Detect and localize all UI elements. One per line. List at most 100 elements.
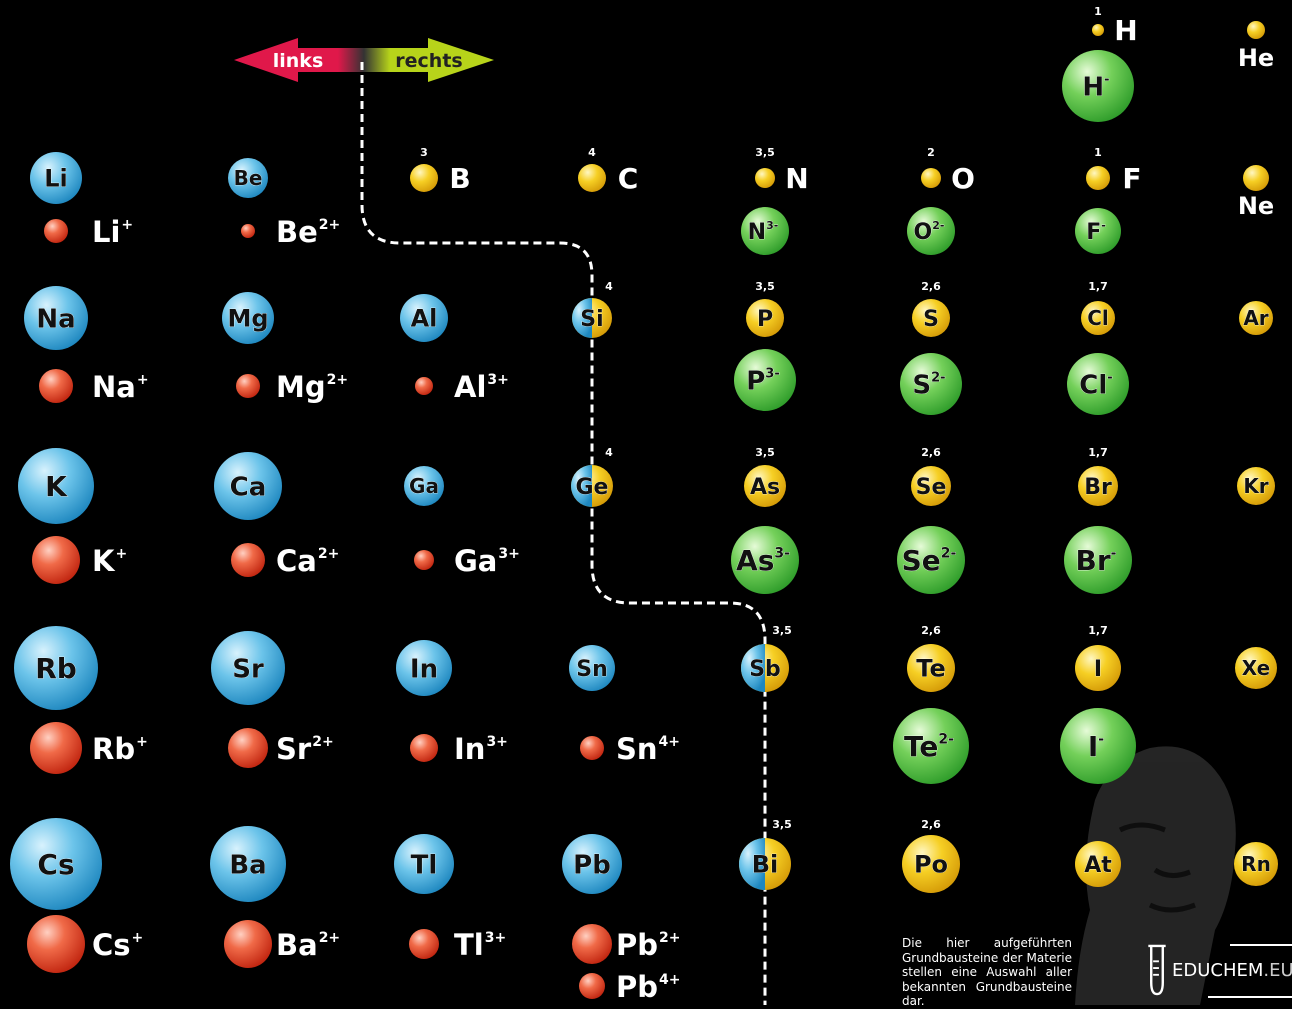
- atom-symbol: K: [45, 470, 68, 503]
- atom-symbol: N: [785, 162, 808, 195]
- atom-sphere: [404, 466, 444, 506]
- atom-ne: Ne: [1238, 165, 1274, 220]
- cation-charge: +: [136, 734, 148, 750]
- anion-s2minus: S2-: [900, 353, 962, 415]
- anion-symbol: I: [1088, 730, 1098, 763]
- cation-symbol: Sr: [276, 732, 312, 766]
- anion-symbol: Se: [902, 544, 941, 577]
- atom-po: Po2,6: [902, 818, 960, 893]
- arrow-right-label: rechts: [395, 50, 462, 72]
- atom-sphere: [400, 294, 448, 342]
- anion-charge: -: [1104, 73, 1109, 88]
- atom-sphere: [746, 299, 784, 337]
- atom-sphere: [1075, 841, 1121, 887]
- atom-he: He: [1238, 21, 1274, 72]
- cation-csplus: Cs+: [27, 915, 143, 973]
- cation-sphere: [32, 536, 80, 584]
- anion-charge: -: [1098, 731, 1104, 747]
- anion-label: P3-: [746, 366, 780, 396]
- atom-sphere: [921, 168, 941, 188]
- anion-charge: -: [1111, 545, 1117, 561]
- anion-symbol: P: [746, 366, 765, 396]
- atom-symbol: Cs: [37, 848, 74, 881]
- brand-prefix: EDUCHEM: [1172, 960, 1264, 981]
- cation-sphere: [44, 219, 68, 243]
- atom-sphere: [744, 465, 786, 507]
- atom-electronegativity-label: 2,6: [921, 624, 941, 637]
- atom-k: K: [18, 448, 94, 524]
- atom-sphere: [1235, 647, 1277, 689]
- atom-sphere-metal-half: [739, 838, 765, 890]
- logo-rule-bottom: [1208, 996, 1292, 998]
- anion-symbol: Cl: [1079, 370, 1107, 400]
- anion-sphere: [897, 526, 965, 594]
- atom-sphere: [1239, 301, 1273, 335]
- anion-symbol: Te: [904, 730, 938, 763]
- atom-sphere-metal-half: [741, 644, 765, 692]
- atom-sphere: [10, 818, 102, 910]
- atom-sphere: [907, 644, 955, 692]
- atom-ga: Ga: [404, 466, 444, 506]
- anion-charge: 2-: [931, 371, 945, 386]
- anion-label: Br-: [1076, 544, 1117, 577]
- atom-sphere: [1086, 166, 1110, 190]
- cation-sphere: [39, 369, 73, 403]
- cation-sphere: [572, 924, 612, 964]
- atom-pb: Pb: [562, 834, 622, 894]
- cation-symbol: K: [92, 544, 116, 578]
- cation-symbol: Li: [92, 215, 120, 249]
- cation-charge: 2+: [319, 930, 340, 946]
- anion-label: F-: [1086, 219, 1106, 245]
- atom-symbol: C: [618, 162, 639, 195]
- atom-al: Al: [400, 294, 448, 342]
- atom-sphere: [902, 835, 960, 893]
- anion-charge: 2-: [938, 731, 954, 747]
- atom-s: S2,6: [912, 280, 950, 337]
- atom-symbol: Be: [234, 166, 263, 190]
- atom-symbol: Te: [916, 655, 945, 683]
- atom-symbol: Ba: [229, 850, 266, 880]
- anion-label: Cl-: [1079, 370, 1112, 400]
- anion-sphere: [1075, 208, 1121, 254]
- atom-symbol: Sr: [232, 654, 264, 684]
- direction-arrow: links rechts: [234, 38, 494, 82]
- atom-sphere: [24, 286, 88, 350]
- atom-symbol: As: [750, 475, 780, 500]
- cation-charge: 2+: [327, 372, 348, 388]
- atom-electronegativity-label: 1,7: [1088, 280, 1108, 293]
- einstein-silhouette: [1075, 746, 1236, 1005]
- atom-electronegativity-label: 4: [605, 446, 613, 459]
- anion-symbol: F: [1086, 220, 1101, 245]
- logo-rule-top: [1230, 944, 1292, 946]
- anion-label: O2-: [914, 219, 945, 245]
- atom-sphere: [214, 452, 282, 520]
- atom-electronegativity-label: 4: [588, 146, 596, 159]
- cation-charge: +: [121, 217, 133, 233]
- anion-sphere: [731, 526, 799, 594]
- atom-f: F1: [1086, 146, 1142, 195]
- anion-se2minus: Se2-: [897, 526, 965, 594]
- cation-sphere: [27, 915, 85, 973]
- atom-symbol: Tl: [411, 850, 438, 880]
- anion-charge: 3-: [766, 219, 778, 232]
- atom-sphere: [1075, 645, 1121, 691]
- atom-n: N3,5: [755, 146, 809, 195]
- anion-sphere: [1064, 526, 1132, 594]
- atom-sphere: [1247, 21, 1265, 39]
- atom-symbol: Ga: [409, 474, 439, 498]
- atom-symbol: Na: [36, 304, 75, 334]
- cation-symbol: Al: [454, 370, 486, 404]
- atom-ge: Ge4: [571, 446, 613, 507]
- anion-charge: -: [1101, 219, 1106, 232]
- brand-logo[interactable]: EDUCHEM.EU: [1172, 960, 1292, 981]
- atom-rb: Rb: [14, 626, 98, 710]
- atom-symbol: Bi: [752, 851, 779, 879]
- atom-sb: Sb3,5: [741, 624, 792, 692]
- atom-symbol: In: [410, 654, 438, 684]
